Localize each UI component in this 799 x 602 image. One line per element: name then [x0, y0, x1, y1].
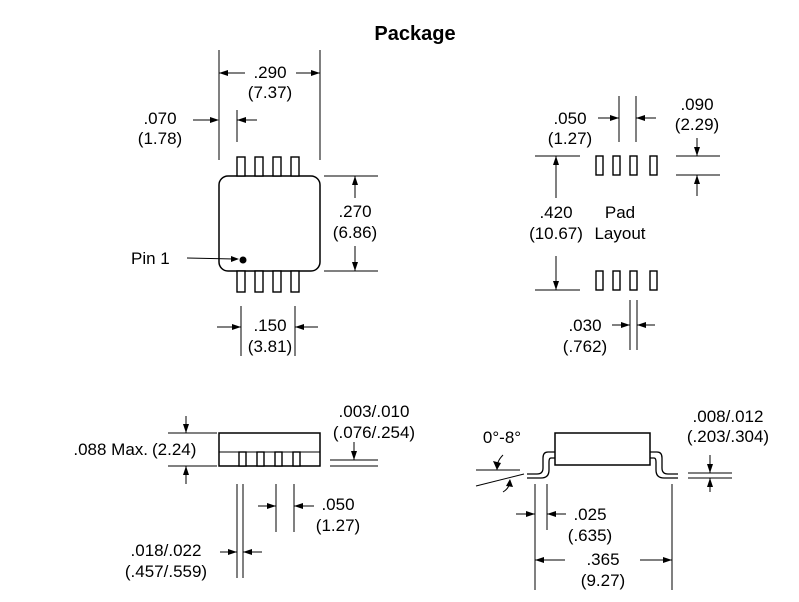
dim-pad-pitch-mm: (1.27) — [548, 129, 592, 148]
pin — [272, 156, 282, 177]
dim-pad-length-mm: (2.29) — [675, 115, 719, 134]
pin — [290, 156, 300, 177]
dim-max-height-mm: (2.24) — [152, 440, 196, 459]
dim-overall-inch: .365 — [586, 550, 619, 569]
pad-layout-label-1: Pad — [605, 203, 635, 222]
dim-pad-pitch-inch: .050 — [553, 109, 586, 128]
pad — [612, 155, 621, 176]
dim-standoff-mm: (.076/.254) — [333, 423, 415, 442]
dim-max-height-inch: .088 Max. — [73, 440, 148, 459]
dim-lead-pitch-inch: .050 — [321, 495, 354, 514]
dim-shoulder-mm: (1.78) — [138, 129, 182, 148]
pad — [649, 270, 658, 291]
dim-lead-width-mm: (.457/.559) — [125, 562, 207, 581]
dim-height-mm: (6.86) — [333, 223, 377, 242]
gull-lead-left — [527, 451, 555, 479]
package-body — [218, 175, 321, 272]
dim-row-spacing-inch: .420 — [539, 203, 572, 222]
lead — [292, 451, 301, 467]
dim-width-mm: (7.37) — [248, 83, 292, 102]
pin1-label: Pin 1 — [131, 249, 170, 268]
dim-pad-width-inch: .030 — [568, 316, 601, 335]
pin — [236, 156, 246, 177]
pad-layout-view: Pad Layout .050 (1.27) .090 (2.29) .420 … — [529, 95, 720, 356]
dim-lead-thickness-inch: .008/.012 — [693, 407, 764, 426]
dim-angle: 0°-8° — [483, 428, 521, 447]
dim-height-inch: .270 — [338, 202, 371, 221]
dim-pitch-span-inch: .150 — [253, 316, 286, 335]
side-body — [218, 432, 321, 467]
lead — [274, 451, 283, 467]
dim-pad-width-mm: (.762) — [563, 337, 607, 356]
pin — [254, 270, 264, 293]
dim-standoff-inch: .003/.010 — [339, 402, 410, 421]
page-title: Package — [374, 23, 455, 45]
dim-overall-mm: (9.27) — [581, 571, 625, 590]
pad — [595, 155, 604, 176]
dim-width-inch: .290 — [253, 63, 286, 82]
dim-foot-length-mm: (.635) — [568, 526, 612, 545]
pin1-dot — [239, 256, 247, 264]
dim-lead-width-inch: .018/.022 — [131, 541, 202, 560]
gull-lead-right — [650, 451, 678, 479]
pad — [595, 270, 604, 291]
pin — [290, 270, 300, 293]
pad — [612, 270, 621, 291]
dim-shoulder-inch: .070 — [143, 109, 176, 128]
pad-layout-label-2: Layout — [594, 224, 645, 243]
dim-pad-length-inch: .090 — [680, 95, 713, 114]
pin — [272, 270, 282, 293]
pad — [629, 155, 638, 176]
pin — [254, 156, 264, 177]
pad — [649, 155, 658, 176]
lead — [256, 451, 265, 467]
pad — [629, 270, 638, 291]
end-view: 0°-8° .008/.012 (.203/.304) .025 (.635) … — [475, 407, 769, 590]
end-body — [554, 432, 651, 466]
dim-row-spacing-mm: (10.67) — [529, 224, 583, 243]
side-view: .088 Max. (2.24) .003/.010 (.076/.254) .… — [73, 402, 415, 581]
top-view: Pin 1 .290 (7.37) .070 (1.78) .270 (6.86… — [131, 50, 378, 356]
dim-pitch-span-mm: (3.81) — [248, 337, 292, 356]
dim-lead-thickness-mm: (.203/.304) — [687, 427, 769, 446]
pin — [236, 270, 246, 293]
dim-foot-length-inch: .025 — [573, 505, 606, 524]
dim-lead-pitch-mm: (1.27) — [316, 516, 360, 535]
lead — [238, 451, 247, 467]
